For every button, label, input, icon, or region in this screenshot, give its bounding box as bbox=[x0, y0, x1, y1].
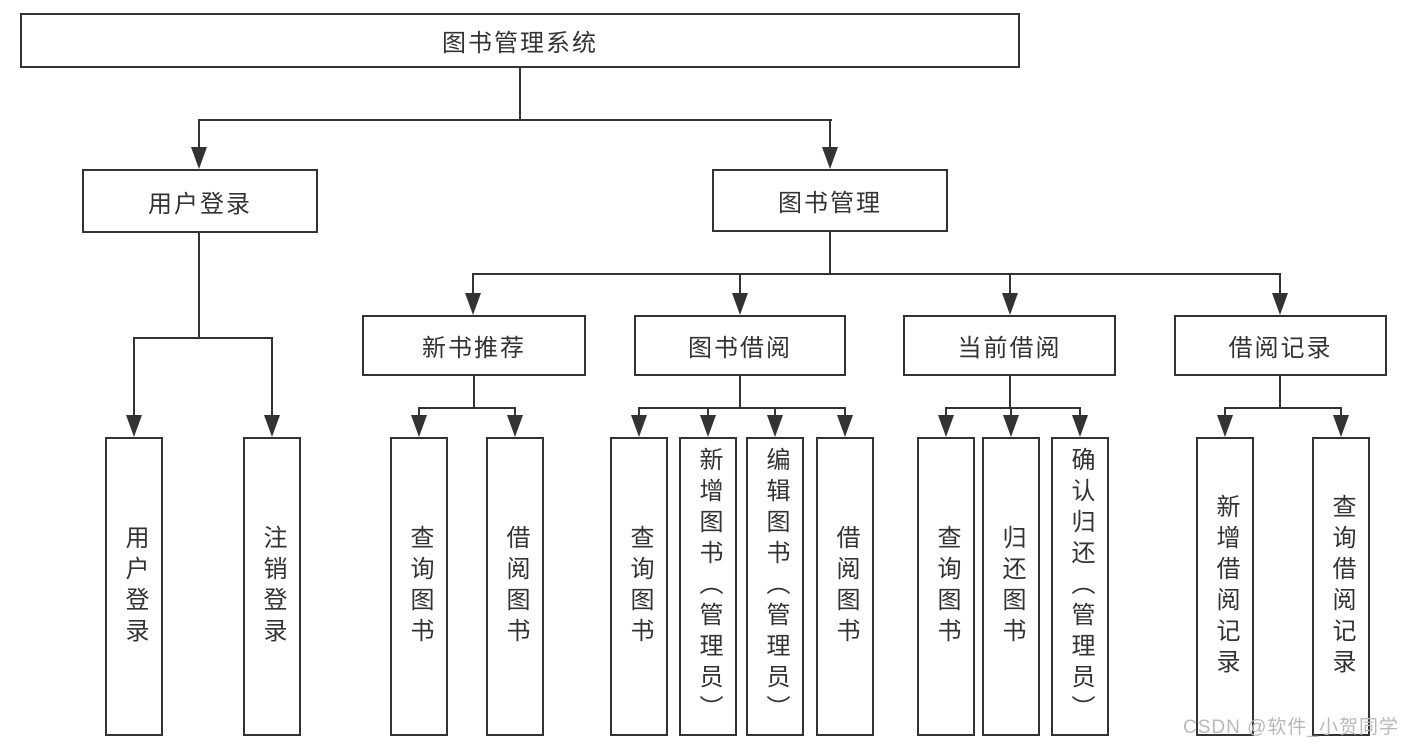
arrow-down-icon bbox=[1217, 415, 1233, 437]
node-label: 图书管理系统 bbox=[442, 30, 598, 57]
connector-line bbox=[271, 337, 273, 417]
node-current-borrowing: 当前借阅 bbox=[903, 315, 1116, 376]
node-label: 归还图书 bbox=[998, 524, 1025, 649]
leaf-query-borrow-record: 查询借阅记录 bbox=[1312, 437, 1370, 736]
leaf-query-books-current: 查询图书 bbox=[917, 437, 975, 736]
connector-line bbox=[133, 337, 273, 339]
connector-line bbox=[1340, 407, 1342, 417]
node-label: 查询图书 bbox=[626, 524, 653, 649]
leaf-query-books-recommend: 查询图书 bbox=[390, 437, 448, 736]
leaf-borrow-books-recommend: 借阅图书 bbox=[486, 437, 544, 736]
leaf-edit-books-admin: 编辑图书（管理员） bbox=[746, 437, 804, 736]
node-label: 编辑图书（管理员） bbox=[762, 447, 789, 726]
connector-line bbox=[638, 407, 846, 409]
node-library-management-system: 图书管理系统 bbox=[20, 13, 1020, 68]
connector-line bbox=[844, 407, 846, 417]
connector-line bbox=[519, 68, 521, 119]
node-book-management: 图书管理 bbox=[712, 169, 948, 232]
connector-line bbox=[1224, 407, 1342, 409]
leaf-confirm-return-admin: 确认归还（管理员） bbox=[1051, 437, 1109, 736]
arrow-down-icon bbox=[411, 415, 427, 437]
node-label: 用户登录 bbox=[121, 524, 148, 649]
node-label: 新增借阅记录 bbox=[1212, 493, 1239, 680]
connector-line bbox=[472, 273, 1281, 275]
connector-line bbox=[829, 119, 831, 149]
arrow-down-icon bbox=[767, 415, 783, 437]
connector-line bbox=[739, 273, 741, 295]
connector-line bbox=[945, 407, 947, 417]
node-label: 新书推荐 bbox=[422, 335, 526, 362]
node-label: 确认归还（管理员） bbox=[1067, 447, 1094, 726]
node-new-book-recommendation: 新书推荐 bbox=[362, 315, 586, 376]
node-label: 注销登录 bbox=[259, 524, 286, 649]
connector-line bbox=[1279, 376, 1281, 407]
connector-line bbox=[829, 232, 831, 273]
connector-line bbox=[473, 376, 475, 407]
leaf-query-books-borrow: 查询图书 bbox=[610, 437, 668, 736]
leaf-logout: 注销登录 bbox=[243, 437, 301, 736]
connector-line bbox=[1079, 407, 1081, 417]
connector-line bbox=[945, 407, 1081, 409]
arrow-down-icon bbox=[1003, 415, 1019, 437]
connector-line bbox=[198, 119, 200, 149]
node-label: 图书管理 bbox=[778, 190, 882, 217]
node-book-borrowing: 图书借阅 bbox=[634, 315, 846, 376]
connector-line bbox=[1224, 407, 1226, 417]
arrow-down-icon bbox=[938, 415, 954, 437]
node-label: 图书借阅 bbox=[688, 335, 792, 362]
arrow-down-icon bbox=[822, 147, 838, 169]
arrow-down-icon bbox=[700, 415, 716, 437]
arrow-down-icon bbox=[465, 293, 481, 315]
connector-line bbox=[198, 233, 200, 339]
connector-line bbox=[1010, 407, 1012, 417]
node-label: 新增图书（管理员） bbox=[695, 447, 722, 726]
connector-line bbox=[1009, 376, 1011, 407]
connector-line bbox=[198, 119, 832, 121]
arrow-down-icon bbox=[631, 415, 647, 437]
connector-line bbox=[739, 376, 741, 407]
csdn-watermark: CSDN @软件_小贺同学 bbox=[1183, 717, 1399, 738]
connector-line bbox=[133, 337, 135, 417]
arrow-down-icon bbox=[1002, 293, 1018, 315]
arrow-down-icon bbox=[1272, 293, 1288, 315]
node-label: 借阅记录 bbox=[1228, 335, 1333, 362]
arrow-down-icon bbox=[1333, 415, 1349, 437]
node-label: 借阅图书 bbox=[832, 524, 859, 649]
node-borrowing-records: 借阅记录 bbox=[1174, 315, 1387, 376]
arrow-down-icon bbox=[1072, 415, 1088, 437]
node-label: 查询图书 bbox=[406, 524, 433, 649]
arrow-down-icon bbox=[264, 415, 280, 437]
arrow-down-icon bbox=[837, 415, 853, 437]
connector-line bbox=[707, 407, 709, 417]
node-label: 借阅图书 bbox=[502, 524, 529, 649]
arrow-down-icon bbox=[126, 415, 142, 437]
node-label: 查询图书 bbox=[933, 524, 960, 649]
leaf-user-login: 用户登录 bbox=[105, 437, 163, 736]
leaf-add-books-admin: 新增图书（管理员） bbox=[679, 437, 737, 736]
connector-line bbox=[418, 407, 420, 417]
node-label: 用户登录 bbox=[148, 190, 252, 218]
connector-line bbox=[774, 407, 776, 417]
node-user-login: 用户登录 bbox=[82, 169, 318, 233]
arrow-down-icon bbox=[191, 147, 207, 169]
connector-line bbox=[514, 407, 516, 417]
arrow-down-icon bbox=[732, 293, 748, 315]
connector-line bbox=[1009, 273, 1011, 295]
connector-line bbox=[1279, 273, 1281, 295]
connector-line bbox=[418, 407, 516, 409]
leaf-borrow-books: 借阅图书 bbox=[816, 437, 874, 736]
node-label: 查询借阅记录 bbox=[1328, 493, 1355, 680]
arrow-down-icon bbox=[507, 415, 523, 437]
leaf-add-borrow-record: 新增借阅记录 bbox=[1196, 437, 1254, 736]
connector-line bbox=[472, 273, 474, 295]
node-label: 当前借阅 bbox=[957, 335, 1062, 362]
connector-line bbox=[638, 407, 640, 417]
leaf-return-books: 归还图书 bbox=[982, 437, 1040, 736]
